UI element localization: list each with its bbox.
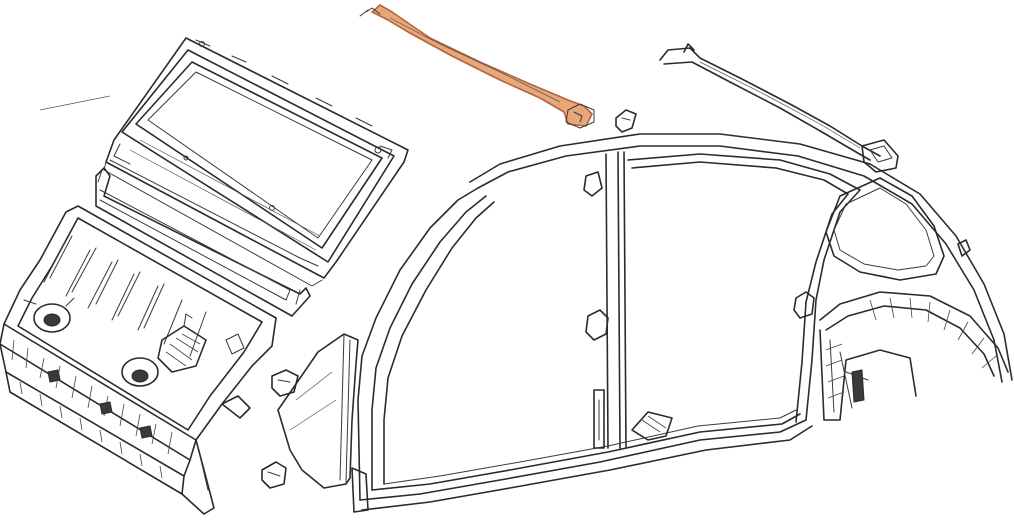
rear-crossmember-strip[interactable] [95, 167, 311, 317]
rear-window-frame-panel[interactable] [103, 37, 409, 287]
rear-floor-panel[interactable] [0, 205, 277, 515]
roof-rail-right[interactable] [659, 43, 899, 173]
small-bracket[interactable] [261, 369, 299, 489]
front-quarter-panel[interactable] [277, 333, 359, 489]
body-side-panel[interactable] [351, 133, 1013, 513]
roof-rail-highlighted[interactable] [359, 4, 595, 129]
small-bracket[interactable] [615, 109, 637, 133]
